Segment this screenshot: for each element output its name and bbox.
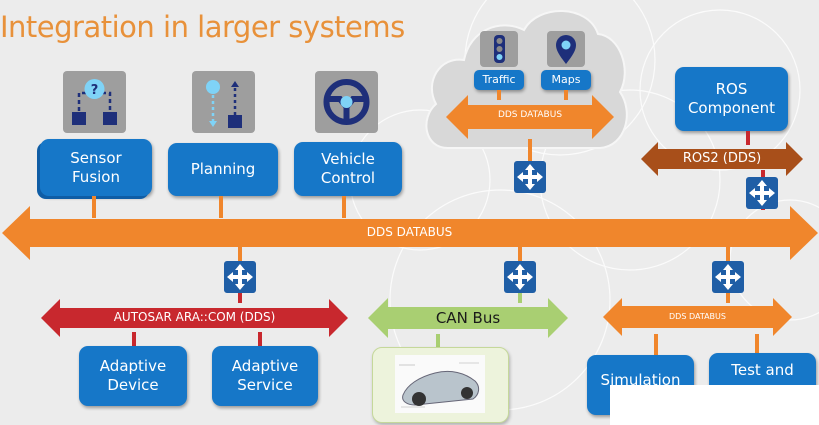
can-router-connector	[518, 293, 522, 303]
adaptive-device-connector	[132, 332, 136, 347]
ros2-bus-arrow	[641, 142, 803, 176]
vehicle-control-connector	[342, 196, 346, 218]
adaptive-device-box[interactable]: Adaptive Device	[79, 346, 187, 406]
autosar-router-connector	[238, 293, 242, 303]
adaptive-service-connector	[258, 332, 262, 347]
autosar-routing-icon[interactable]	[224, 261, 256, 293]
cloud-bus-label: DDS DATABUS	[497, 110, 563, 120]
ros-routing-icon[interactable]	[746, 177, 778, 209]
test-router-connector	[726, 293, 730, 303]
cloud-bus-connector	[528, 139, 532, 161]
ros-component-label: ROS Component	[687, 80, 776, 117]
vehicle-control-label: Vehicle Control	[320, 150, 376, 187]
adaptive-service-label: Adaptive Service	[231, 357, 299, 394]
planning-box[interactable]: Planning	[168, 143, 278, 196]
cloud-routing-icon[interactable]	[514, 161, 546, 193]
ros-connector	[746, 131, 750, 145]
cloud-dds-bus-arrow	[446, 95, 614, 139]
planning-connector	[219, 196, 223, 218]
map-pin-icon	[547, 31, 585, 67]
can-car-connector	[436, 334, 440, 348]
test-routing-icon[interactable]	[712, 261, 744, 293]
can-routing-icon[interactable]	[504, 261, 536, 293]
ros-component-box[interactable]: ROS Component	[675, 67, 788, 131]
ros2-bus-label: ROS2 (DDS)	[682, 151, 762, 166]
test-dds-bus-arrow	[603, 298, 792, 336]
traffic-connector	[497, 90, 501, 100]
planning-label: Planning	[190, 160, 256, 179]
page-title: Integration in larger systems	[0, 10, 405, 44]
simulation-label: Simulation	[600, 371, 681, 389]
traffic-label: Traffic	[482, 73, 516, 87]
sensor-fusion-label: Sensor Fusion	[70, 148, 122, 186]
autosar-upper-connector	[238, 247, 242, 261]
main-bus-label: DDS DATABUS	[366, 225, 453, 239]
adaptive-service-box[interactable]: Adaptive Service	[212, 346, 318, 406]
steering-wheel-icon	[315, 71, 378, 133]
test-upper-connector	[726, 247, 730, 261]
simulation-connector	[654, 334, 658, 356]
svg-text:?: ?	[91, 83, 99, 98]
sensor-fusion-connector	[92, 196, 96, 218]
car-chassis-image	[395, 355, 485, 413]
test-connector	[755, 334, 759, 356]
sensor-fusion-box[interactable]: Sensor Fusion	[40, 139, 152, 196]
traffic-service-box[interactable]: Traffic	[474, 70, 524, 90]
can-bus-arrow	[368, 298, 568, 338]
car-component-box[interactable]	[372, 347, 509, 423]
main-dds-bus-arrow	[2, 206, 818, 260]
planning-path-icon	[192, 71, 255, 133]
test-bus-label: DDS DATABUS	[669, 312, 726, 321]
sensor-fusion-icon: ?	[63, 71, 126, 133]
autosar-bus-arrow	[41, 299, 348, 337]
test-label: Test and	[731, 361, 794, 379]
watermark-overlay	[610, 385, 819, 425]
maps-service-box[interactable]: Maps	[541, 70, 591, 90]
maps-label: Maps	[551, 73, 581, 87]
traffic-light-icon	[480, 31, 518, 67]
can-upper-connector	[518, 247, 522, 261]
adaptive-device-label: Adaptive Device	[99, 357, 167, 394]
vehicle-control-box[interactable]: Vehicle Control	[294, 142, 402, 196]
maps-connector	[564, 90, 568, 100]
can-bus-label: CAN Bus	[435, 309, 501, 327]
autosar-bus-label: AUTOSAR ARA::COM (DDS)	[113, 310, 276, 324]
